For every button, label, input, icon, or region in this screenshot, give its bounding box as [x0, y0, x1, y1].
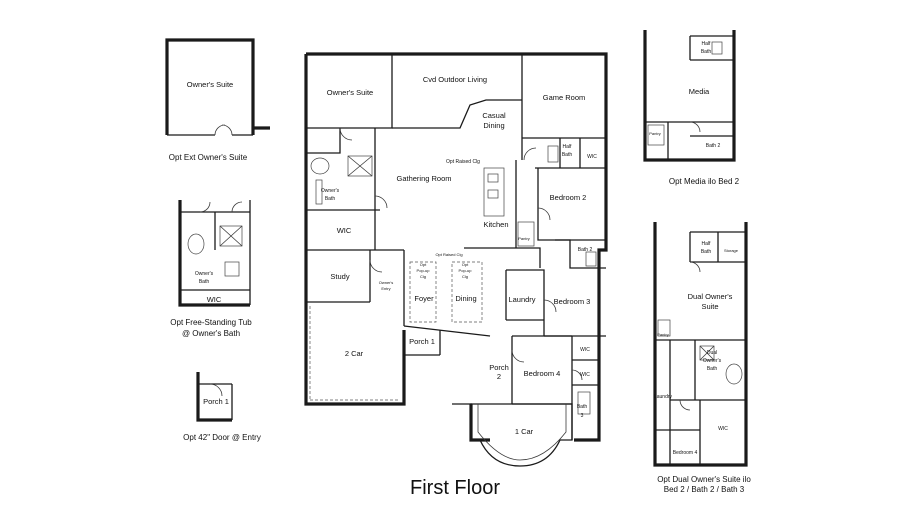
option-free-standing-tub: Owner's Bath WIC Opt Free-Standing Tub @…	[170, 200, 252, 338]
label-opt-dual-wic: WIC	[718, 426, 728, 432]
caption-opt-dual-2: Bed 2 / Bath 2 / Bath 3	[664, 485, 745, 494]
label-popup-dining-1: Opt	[462, 262, 469, 267]
label-popup-foyer-1: Opt	[420, 262, 427, 267]
label-porch-1: Porch 1	[409, 337, 435, 346]
main-room-labels: Cvd Outdoor Living Owner's Suite Game Ro…	[321, 75, 597, 436]
label-cvd-outdoor-living: Cvd Outdoor Living	[423, 75, 487, 84]
label-game-room: Game Room	[543, 93, 586, 102]
option-ext-owners-suite: Owner's Suite Opt Ext Owner's Suite	[165, 38, 270, 162]
label-casual-dining-1: Casual	[482, 111, 506, 120]
label-bedroom-2: Bedroom 2	[550, 193, 587, 202]
label-opt-dual-bath-1: Dual	[707, 350, 717, 356]
label-bedroom-3: Bedroom 3	[554, 297, 591, 306]
main-exterior-walls	[304, 52, 608, 442]
label-wic-owners: WIC	[337, 226, 352, 235]
option-dual-owners-suite: Half Bath Storage Dual Owner's Suite Pan…	[653, 222, 751, 494]
one-car-garage-bay	[470, 403, 573, 467]
label-dining: Dining	[455, 294, 476, 303]
caption-opt-ext-owners-suite: Opt Ext Owner's Suite	[169, 153, 248, 162]
label-opt-dual-bath-2: Owner's	[703, 358, 722, 364]
label-opt-media-half-bath-2: Bath	[701, 49, 712, 55]
dining-popup-ceiling	[451, 261, 483, 323]
option-media-ilo-bed-2: Half Bath Media Pantry Bath 2 Opt Media …	[643, 30, 740, 186]
label-opt-dual-laundry: Laundry	[654, 394, 673, 400]
label-owners-suite: Owner's Suite	[327, 88, 373, 97]
main-fixtures	[310, 145, 597, 415]
label-porch-2-1: Porch	[489, 363, 509, 372]
pantry-box	[517, 221, 535, 247]
label-two-car: 2 Car	[345, 349, 364, 358]
owners-bath-tub	[310, 157, 330, 175]
label-casual-dining-2: Dining	[483, 121, 504, 130]
label-half-bath-2: Bath	[562, 152, 573, 158]
label-owners-bath-1: Owner's	[321, 188, 340, 194]
label-opt-dual-bedroom-4: Bedroom 4	[673, 450, 698, 456]
label-one-car: 1 Car	[515, 427, 534, 436]
label-opt-tub-bath-1: Owner's	[195, 271, 214, 277]
option-42-door: Porch 1 Opt 42" Door @ Entry	[183, 372, 261, 442]
label-bath-3-2: 3	[581, 413, 584, 419]
two-car-garage	[309, 306, 400, 401]
label-wic-bed4: WIC	[580, 372, 590, 378]
label-porch-2-2: 2	[497, 372, 501, 381]
caption-opt-tub-1: Opt Free-Standing Tub	[170, 318, 252, 327]
label-popup-dining-3: Clg	[462, 274, 468, 279]
label-opt-media-bath-2: Bath 2	[706, 143, 721, 149]
label-bedroom-4: Bedroom 4	[524, 369, 561, 378]
caption-opt-dual-1: Opt Dual Owner's Suite ilo	[657, 475, 751, 484]
label-wic-game: WIC	[587, 154, 597, 160]
label-bath-2: Bath 2	[578, 247, 593, 253]
label-laundry: Laundry	[508, 295, 535, 304]
main-door-swings	[339, 127, 583, 381]
caption-opt-door: Opt 42" Door @ Entry	[183, 433, 261, 442]
label-opt-dual-half-bath-2: Bath	[701, 249, 712, 255]
label-opt-ext-owners-suite-room: Owner's Suite	[187, 80, 233, 89]
label-study: Study	[330, 272, 349, 281]
main-floor-plan: Cvd Outdoor Living Owner's Suite Game Ro…	[304, 52, 608, 499]
label-opt-media-half-bath-1: Half	[702, 41, 712, 47]
label-opt-dual-suite-2: Suite	[701, 302, 718, 311]
label-popup-foyer-2: Pop-up	[417, 268, 431, 273]
label-opt-dual-pantry: Pantry	[657, 332, 669, 337]
label-foyer: Foyer	[414, 294, 434, 303]
label-opt-dual-suite-1: Dual Owner's	[688, 292, 733, 301]
main-interior-walls	[306, 54, 606, 440]
foyer-popup-ceiling	[409, 261, 437, 323]
label-owners-entry-1: Owner's	[379, 280, 394, 285]
label-gathering-room: Gathering Room	[396, 174, 451, 183]
label-opt-raised-clg-gathering: Opt Raised Clg	[446, 159, 480, 165]
label-opt-media-pantry: Pantry	[649, 131, 661, 136]
label-opt-raised-clg-foyer: Opt Raised Clg	[435, 252, 462, 257]
label-popup-foyer-3: Clg	[420, 274, 426, 279]
label-opt-dual-bath-3: Bath	[707, 366, 718, 372]
label-opt-tub-wic: WIC	[207, 295, 222, 304]
label-opt-door-room: Porch 1	[203, 397, 229, 406]
label-opt-tub-bath-2: Bath	[199, 279, 210, 285]
caption-opt-media: Opt Media ilo Bed 2	[669, 177, 740, 186]
label-half-bath-1: Half	[563, 144, 573, 150]
label-popup-dining-2: Pop-up	[459, 268, 473, 273]
dual-owners-tub	[725, 363, 743, 385]
label-wic-bed3: WIC	[580, 347, 590, 353]
label-owners-entry-2: Entry	[381, 286, 390, 291]
label-opt-dual-storage: Storage	[724, 248, 739, 253]
label-opt-media-room: Media	[689, 87, 710, 96]
label-kitchen: Kitchen	[483, 220, 508, 229]
owners-vanity	[315, 179, 323, 205]
caption-opt-tub-2: @ Owner's Bath	[182, 329, 240, 338]
label-opt-dual-half-bath-1: Half	[702, 241, 712, 247]
free-standing-tub	[187, 233, 205, 255]
label-owners-bath-2: Bath	[325, 196, 336, 202]
page-title: First Floor	[410, 477, 500, 499]
label-bath-3-1: Bath	[577, 404, 588, 410]
label-pantry: Pantry	[518, 236, 530, 241]
